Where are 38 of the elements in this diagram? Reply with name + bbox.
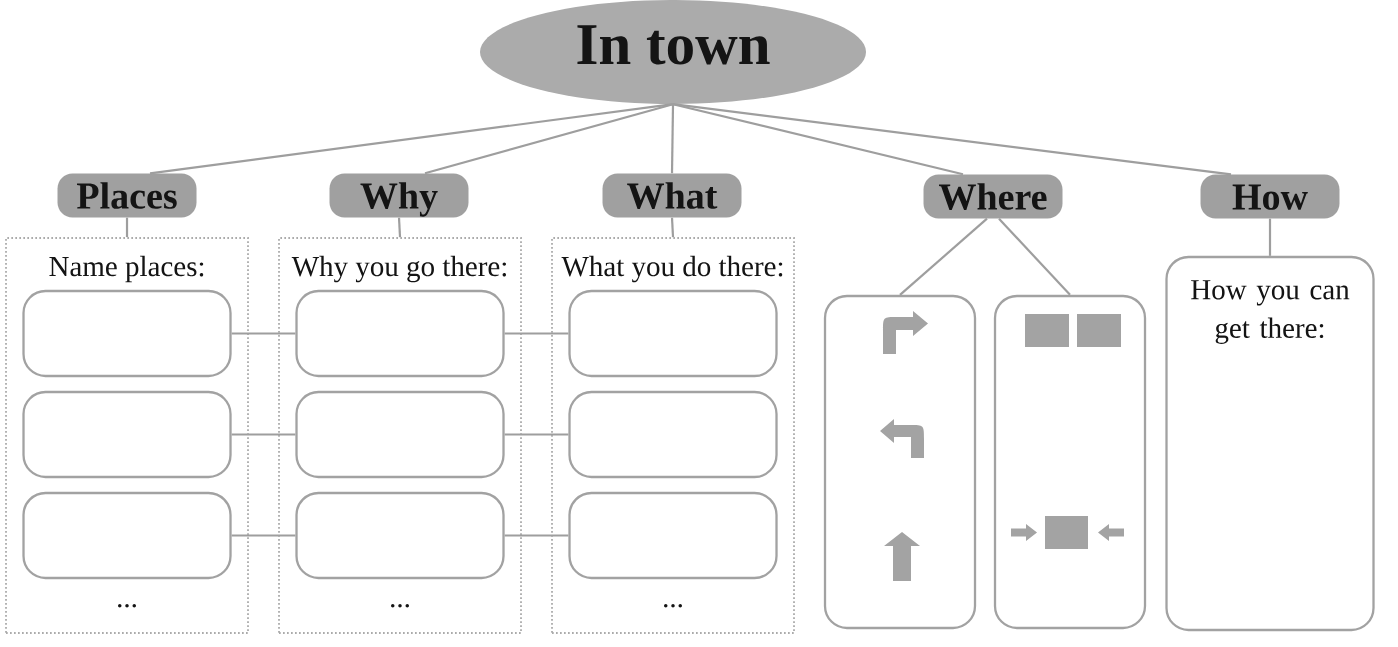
ellipsis-text: ...: [664, 604, 682, 608]
connector-line: [125, 217, 129, 238]
rounded-panel: How you can get there:: [1165, 255, 1375, 632]
connector-line: [670, 217, 675, 238]
heading-pill: How: [1200, 174, 1340, 219]
connector-line: [899, 217, 988, 296]
connector-line: [672, 103, 1232, 176]
connector-line: [504, 534, 569, 537]
ellipsis-text: ...: [391, 604, 409, 608]
answer-box: [568, 289, 778, 378]
heading-pill: Places: [57, 173, 197, 218]
answer-box: [295, 289, 505, 378]
connector-line: [397, 217, 402, 238]
connector-line: [1268, 218, 1272, 256]
heading-pill: Why: [329, 173, 469, 218]
connector-line: [231, 433, 296, 436]
connector-line: [231, 332, 296, 335]
answer-box: [22, 491, 232, 580]
connector-line: [231, 534, 296, 537]
answer-box: [22, 390, 232, 479]
answer-box: [568, 491, 778, 580]
answer-box: [22, 289, 232, 378]
ellipsis-text: ...: [118, 604, 136, 608]
connector-line: [504, 433, 569, 436]
connector-line: [670, 104, 675, 174]
panel-heading: Why you go there:: [291, 255, 506, 283]
answer-box: [295, 491, 505, 580]
connector-line: [424, 103, 674, 175]
panel-heading: What you do there:: [561, 255, 783, 283]
heading-pill: Where: [923, 174, 1063, 219]
answer-box: [568, 390, 778, 479]
connector-line: [998, 217, 1071, 296]
connector-line: [672, 103, 964, 176]
connector-line: [149, 103, 674, 175]
panel-heading: Name places:: [49, 255, 204, 283]
answer-box: [295, 390, 505, 479]
connector-line: [504, 332, 569, 335]
heading-pill: What: [602, 173, 742, 218]
